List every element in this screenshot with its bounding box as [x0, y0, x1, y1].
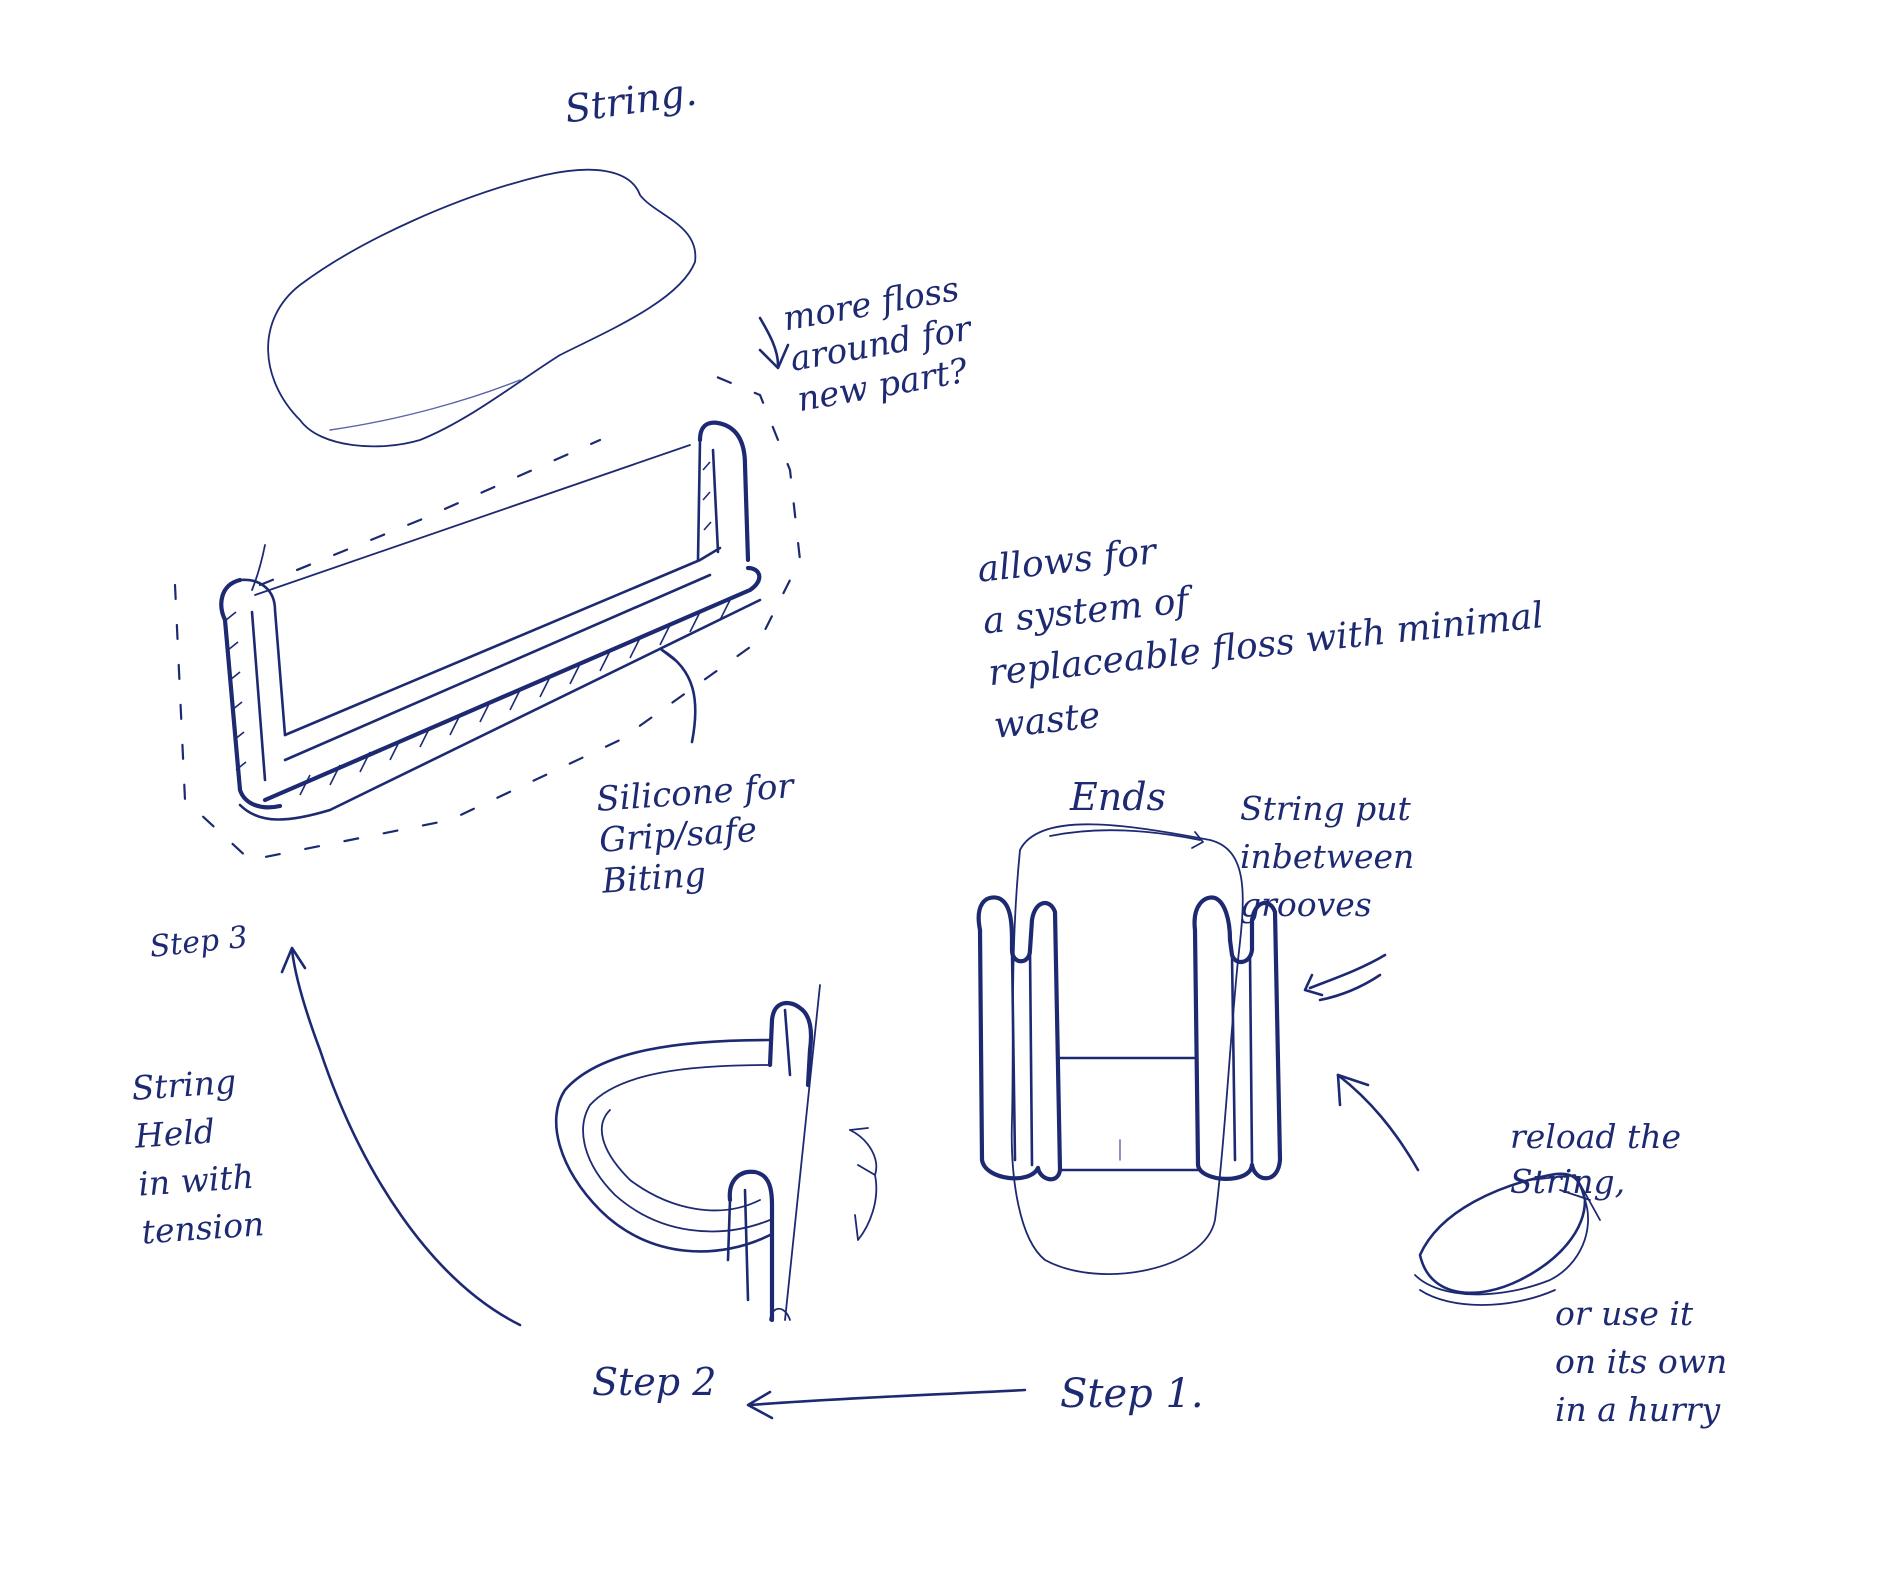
floss-spool-small: [1414, 1172, 1601, 1306]
label-reload: reload the String,: [1510, 1117, 1682, 1201]
flosser-step3: [173, 368, 802, 862]
label-silicone: Silicone for Grip/safe Biting: [595, 766, 795, 902]
label-string-held: String Held in with tension: [130, 1061, 266, 1252]
flosser-step2: [554, 984, 878, 1323]
flosser-step1: [976, 823, 1283, 1275]
label-step1: Step 1.: [1060, 1371, 1204, 1417]
arrow-step1-to-step2: [746, 1388, 1027, 1420]
label-ends: Ends: [1070, 775, 1167, 819]
arrow-reload: [1336, 1073, 1420, 1172]
arrow-more-floss: [758, 316, 790, 370]
arrow-grooves: [1303, 953, 1387, 1002]
floss-spool-top: [267, 168, 697, 448]
arrow-silicone: [660, 648, 697, 744]
label-step2: Step 2: [592, 1360, 717, 1404]
arrow-step2-to-step3: [280, 946, 522, 1327]
label-or-use: or use it on its own in a hurry: [1555, 1294, 1728, 1429]
label-string-put: String put inbetween grooves: [1240, 789, 1415, 924]
